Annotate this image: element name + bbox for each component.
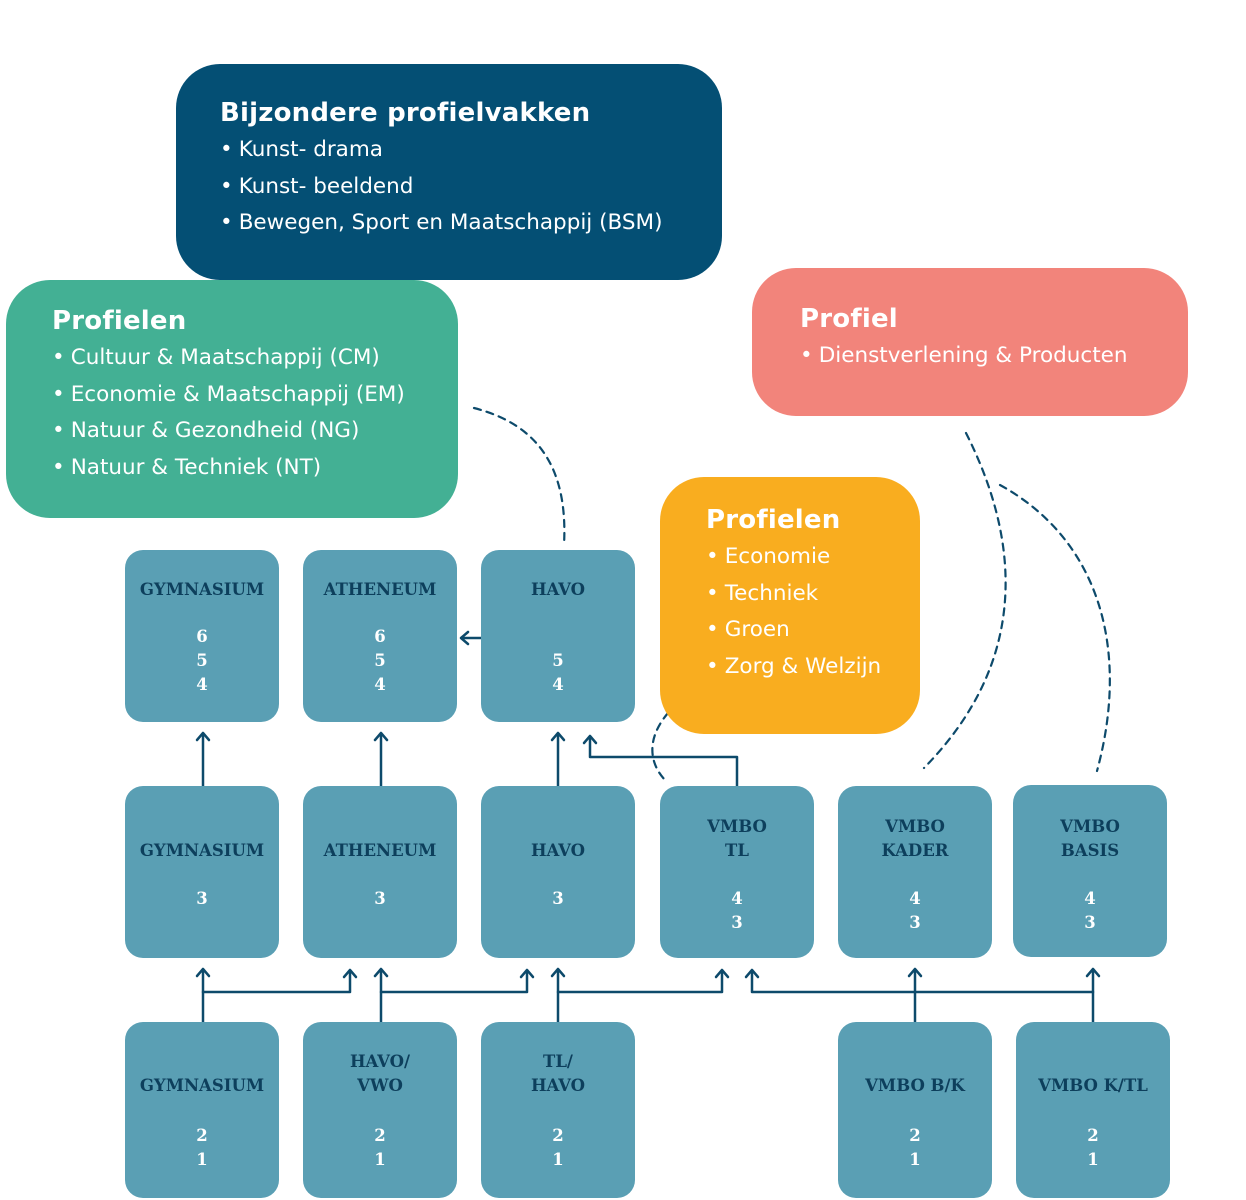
list-item: Kunst- drama bbox=[220, 132, 722, 169]
arrow-atheneum-3-to-4 bbox=[373, 731, 389, 788]
list-item: Natuur & Gezondheid (NG) bbox=[52, 413, 458, 450]
box-gymnasium-upper: GYMNASIUM 6 5 4 bbox=[125, 550, 279, 722]
box-label: VMBO K/TL bbox=[1038, 1076, 1148, 1095]
box-label: GYMNASIUM bbox=[139, 841, 265, 860]
profielen-vwo-havo-callout: Profielen Cultuur & Maatschappij (CM) Ec… bbox=[6, 280, 458, 518]
box-label: VMBO B/K bbox=[865, 1076, 965, 1095]
box-years: 3 bbox=[374, 889, 386, 908]
box-label: HAVO/ VWO bbox=[349, 1052, 411, 1095]
box-label: ATHENEUM bbox=[323, 580, 437, 599]
box-years: 2 1 bbox=[552, 1126, 564, 1169]
list-item: Kunst- beeldend bbox=[220, 169, 722, 206]
profiel-vmbo-callout: Profiel Dienstverlening & Producten bbox=[752, 268, 1188, 416]
box-years: 4 3 bbox=[1084, 889, 1096, 932]
list-item: Techniek bbox=[706, 576, 920, 613]
box-years: 4 3 bbox=[731, 889, 743, 932]
box-years: 6 5 4 bbox=[196, 627, 208, 694]
box-atheneum-3: ATHENEUM 3 bbox=[303, 786, 457, 958]
arrow-tl-havo-1-to-3 bbox=[550, 967, 730, 1024]
list-item: Cultuur & Maatschappij (CM) bbox=[52, 340, 458, 377]
box-vmbo-basis: VMBO BASIS 4 3 bbox=[1013, 785, 1167, 957]
profielen-vmbo-tl-callout: Profielen Economie Techniek Groen Zorg &… bbox=[660, 477, 920, 734]
list-item: Natuur & Techniek (NT) bbox=[52, 450, 458, 487]
box-label: TL/ HAVO bbox=[530, 1052, 586, 1095]
box-gymnasium-1-2: GYMNASIUM 2 1 bbox=[125, 1022, 279, 1198]
box-years: 3 bbox=[196, 889, 208, 908]
box-havo-vwo-1-2: HAVO/ VWO 2 1 bbox=[303, 1022, 457, 1198]
box-atheneum-upper: ATHENEUM 6 5 4 bbox=[303, 550, 457, 722]
box-havo-upper: HAVO 5 4 bbox=[481, 550, 635, 722]
box-label: VMBO TL bbox=[707, 817, 767, 860]
box-label: VMBO KADER bbox=[881, 817, 949, 860]
arrow-vmbo-bk-kt-to-3 bbox=[744, 967, 1101, 1024]
list-item: Economie bbox=[706, 539, 920, 576]
box-label: VMBO BASIS bbox=[1060, 817, 1120, 860]
box-years: 5 4 bbox=[552, 651, 564, 694]
arrow-havo-to-atheneum bbox=[459, 630, 483, 646]
dashed-link-kader-profiel bbox=[922, 431, 1007, 770]
arrow-vmbo-tl-to-havo bbox=[582, 734, 739, 788]
bijzondere-profielvakken-callout: Bijzondere profielvakken Kunst- drama Ku… bbox=[176, 64, 722, 280]
box-label: GYMNASIUM bbox=[139, 1076, 265, 1095]
box-years: 2 1 bbox=[1087, 1126, 1099, 1169]
box-vmbo-kader: VMBO KADER 4 3 bbox=[838, 786, 992, 958]
callout-title: Profielen bbox=[52, 306, 187, 336]
box-years: 6 5 4 bbox=[374, 627, 386, 694]
box-vmbo-bk-1-2: VMBO B/K 2 1 bbox=[838, 1022, 992, 1198]
callout-title: Bijzondere profielvakken bbox=[220, 98, 591, 128]
box-years: 2 1 bbox=[374, 1126, 386, 1169]
box-label: HAVO bbox=[530, 580, 586, 599]
box-years: 2 1 bbox=[909, 1126, 921, 1169]
list-item: Groen bbox=[706, 612, 920, 649]
list-item: Dienstverlening & Producten bbox=[800, 338, 1188, 375]
list-item: Zorg & Welzijn bbox=[706, 649, 920, 686]
dashed-link-basis-profiel bbox=[998, 483, 1111, 773]
arrow-havo-vwo-1-to-3 bbox=[373, 967, 535, 1024]
box-gymnasium-3: GYMNASIUM 3 bbox=[125, 786, 279, 958]
box-label: GYMNASIUM bbox=[139, 580, 265, 599]
arrow-gymnasium-1-to-3 bbox=[195, 967, 358, 1024]
box-label: HAVO bbox=[530, 841, 586, 860]
box-vmbo-ktl-1-2: VMBO K/TL 2 1 bbox=[1016, 1022, 1170, 1198]
callout-title: Profielen bbox=[706, 505, 841, 535]
list-item: Economie & Maatschappij (EM) bbox=[52, 377, 458, 414]
box-tl-havo-1-2: TL/ HAVO 2 1 bbox=[481, 1022, 635, 1198]
box-vmbo-tl: VMBO TL 4 3 bbox=[660, 786, 814, 958]
arrow-havo-3-to-4 bbox=[550, 731, 566, 788]
callout-title: Profiel bbox=[800, 304, 898, 334]
dashed-link-havo-profielen bbox=[472, 406, 566, 547]
box-label: ATHENEUM bbox=[323, 841, 437, 860]
box-years: 4 3 bbox=[909, 889, 921, 932]
box-years: 3 bbox=[552, 889, 564, 908]
dashed-link-vmbo-tl-profielen bbox=[651, 711, 670, 783]
box-years: 2 1 bbox=[196, 1126, 208, 1169]
list-item: Bewegen, Sport en Maatschappij (BSM) bbox=[220, 205, 722, 242]
arrow-gymnasium-3-to-4 bbox=[195, 731, 211, 788]
box-havo-3: HAVO 3 bbox=[481, 786, 635, 958]
